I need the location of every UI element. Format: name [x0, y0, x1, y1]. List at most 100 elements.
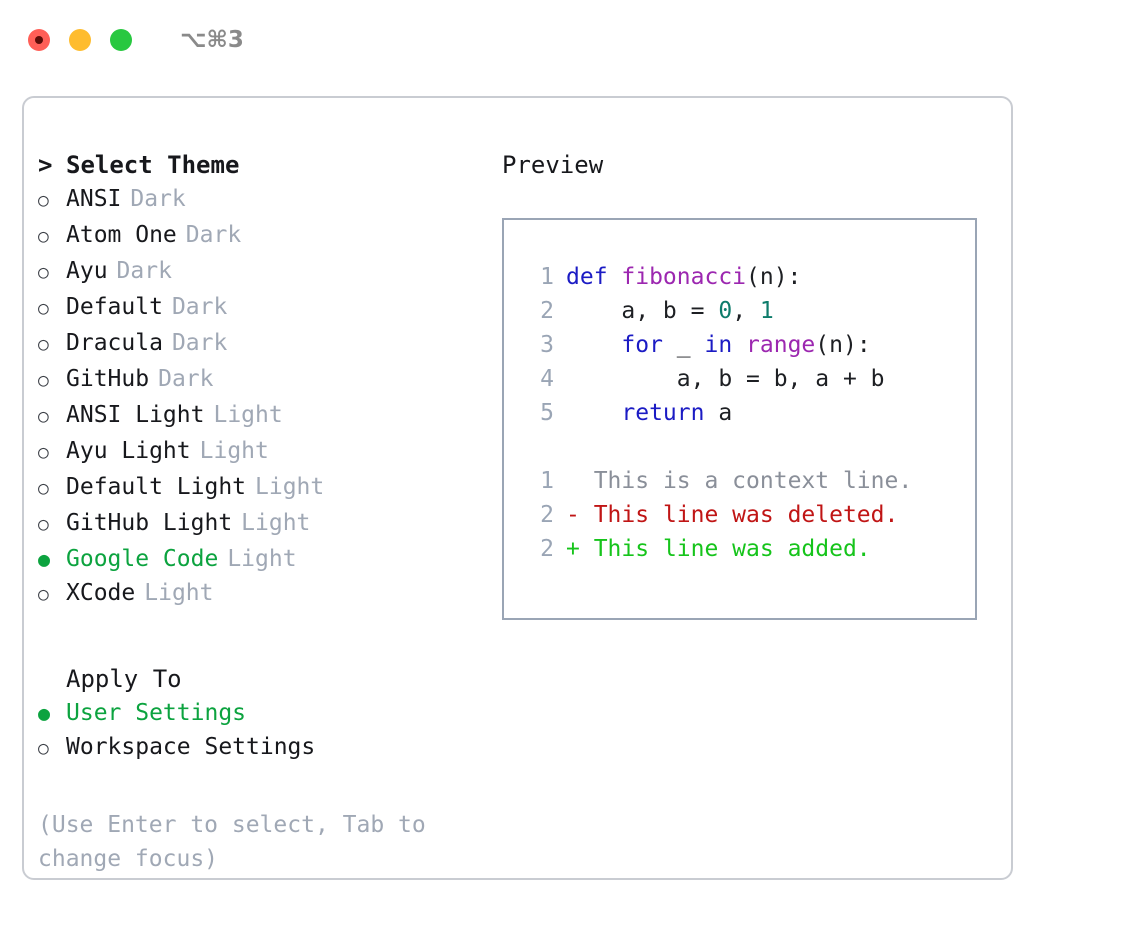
diff-line-number: 2 — [540, 502, 554, 528]
zoom-window-button[interactable] — [110, 29, 132, 51]
keyboard-shortcut-label: ⌥⌘3 — [180, 27, 244, 53]
theme-option-variant: Light — [199, 438, 269, 464]
code-line-text: a, b = 0, 1 — [566, 294, 774, 328]
diff-line-content: This is a context line. — [579, 468, 913, 494]
code-token-plain — [566, 332, 621, 358]
code-line: 4 a, b = b, a + b — [520, 362, 975, 396]
select-theme-heading-label: Select Theme — [66, 151, 240, 179]
diff-sign-del: - — [566, 502, 580, 528]
diff-sample-block: 1 This is a context line. 2- This line wa… — [520, 464, 975, 566]
code-line-text: def fibonacci(n): — [566, 260, 801, 294]
apply-to-options-list: ● User Settings ○Workspace Settings — [38, 696, 468, 766]
radio-unselected-icon: ○ — [38, 442, 49, 463]
theme-option-variant: Dark — [158, 366, 214, 392]
apply-to-heading-label: Apply To — [66, 665, 182, 693]
code-line: 3 for _ in range(n): — [520, 328, 975, 362]
code-line-number: 4 — [540, 366, 554, 392]
code-line-number: 3 — [540, 332, 554, 358]
minimize-window-button[interactable] — [69, 29, 91, 51]
theme-option-variant: Light — [227, 546, 297, 572]
theme-option-name: Ayu — [66, 258, 108, 284]
code-line: 5 return a — [520, 396, 975, 430]
diff-line-number: 1 — [540, 468, 554, 494]
radio-unselected-icon: ○ — [38, 190, 49, 211]
radio-unselected-icon: ○ — [38, 406, 49, 427]
keyboard-hint-text: (Use Enter to select, Tab to change focu… — [38, 812, 426, 872]
theme-option-name: Dracula — [66, 330, 163, 356]
theme-option-variant: Light — [213, 402, 283, 428]
code-token-plain: _ — [662, 332, 705, 358]
diff-line-content: This line was added. — [579, 536, 871, 562]
code-token-num: 1 — [759, 298, 774, 324]
theme-option-name: GitHub — [66, 366, 150, 392]
apply-to-option-user-settings[interactable]: ● User Settings — [38, 696, 468, 730]
diff-sign-add: + — [566, 536, 580, 562]
theme-option-name: Default — [66, 294, 163, 320]
code-token-kw: in — [704, 332, 733, 358]
radio-unselected-icon: ○ — [38, 298, 49, 319]
theme-option-ansi[interactable]: ○ ANSI Dark — [38, 182, 468, 218]
theme-option-ayu-light[interactable]: ○ Ayu Light Light — [38, 434, 468, 470]
diff-sign-ctx — [566, 468, 580, 494]
code-token-fn: fibonacci — [621, 264, 747, 290]
apply-to-option-name: User Settings — [66, 700, 247, 726]
code-line-text: for _ in range(n): — [566, 328, 871, 362]
code-diff-spacer — [520, 430, 975, 464]
theme-option-dracula[interactable]: ○ Dracula Dark — [38, 326, 468, 362]
theme-option-name: ANSI — [66, 186, 122, 212]
diff-line-content: This line was deleted. — [579, 502, 899, 528]
apply-to-option-name: Workspace Settings — [66, 734, 316, 760]
radio-unselected-icon: ○ — [38, 226, 49, 247]
code-token-plain: (n): — [815, 332, 871, 358]
code-token-plain: a, b = — [566, 298, 719, 324]
code-line-number: 2 — [540, 298, 554, 324]
radio-selected-icon: ● — [38, 701, 51, 725]
diff-line-add: 2+ This line was added. — [520, 532, 975, 566]
close-window-button[interactable] — [28, 29, 50, 51]
code-token-plain: a — [704, 400, 733, 426]
theme-option-variant: Light — [255, 474, 325, 500]
theme-option-default[interactable]: ○ Default Dark — [38, 290, 468, 326]
radio-unselected-icon: ○ — [38, 334, 49, 355]
code-token-plain: (n): — [746, 264, 802, 290]
apply-to-option-workspace-settings[interactable]: ○Workspace Settings — [38, 730, 468, 766]
radio-selected-icon: ● — [38, 547, 51, 571]
diff-line-text: This is a context line. — [566, 464, 913, 498]
diff-line-del: 2- This line was deleted. — [520, 498, 975, 532]
code-token-kw: for — [621, 332, 663, 358]
apply-to-section: Apply To ● User Settings ○Workspace Settin… — [38, 662, 468, 766]
title-bar: ⌥⌘3 — [0, 0, 1140, 80]
select-theme-heading: > Select Theme — [38, 148, 468, 182]
theme-option-variant: Dark — [116, 258, 172, 284]
apply-to-marker-spacer — [38, 662, 66, 696]
code-line-text: return a — [566, 396, 732, 430]
theme-option-variant: Light — [144, 580, 214, 606]
theme-option-ansi-light[interactable]: ○ ANSI Light Light — [38, 398, 468, 434]
theme-option-name: Ayu Light — [66, 438, 191, 464]
radio-unselected-icon: ○ — [38, 584, 49, 605]
traffic-light-group — [28, 29, 132, 51]
code-token-kw: def — [566, 264, 622, 290]
theme-option-name: ANSI Light — [66, 402, 205, 428]
code-token-plain: a, b = b, a + b — [566, 366, 885, 392]
code-token-plain — [566, 400, 621, 426]
radio-unselected-icon: ○ — [38, 514, 49, 535]
theme-option-variant: Dark — [171, 330, 228, 356]
theme-option-variant: Dark — [171, 294, 228, 320]
theme-option-variant: Dark — [130, 186, 186, 212]
code-token-kw: return — [621, 400, 705, 426]
